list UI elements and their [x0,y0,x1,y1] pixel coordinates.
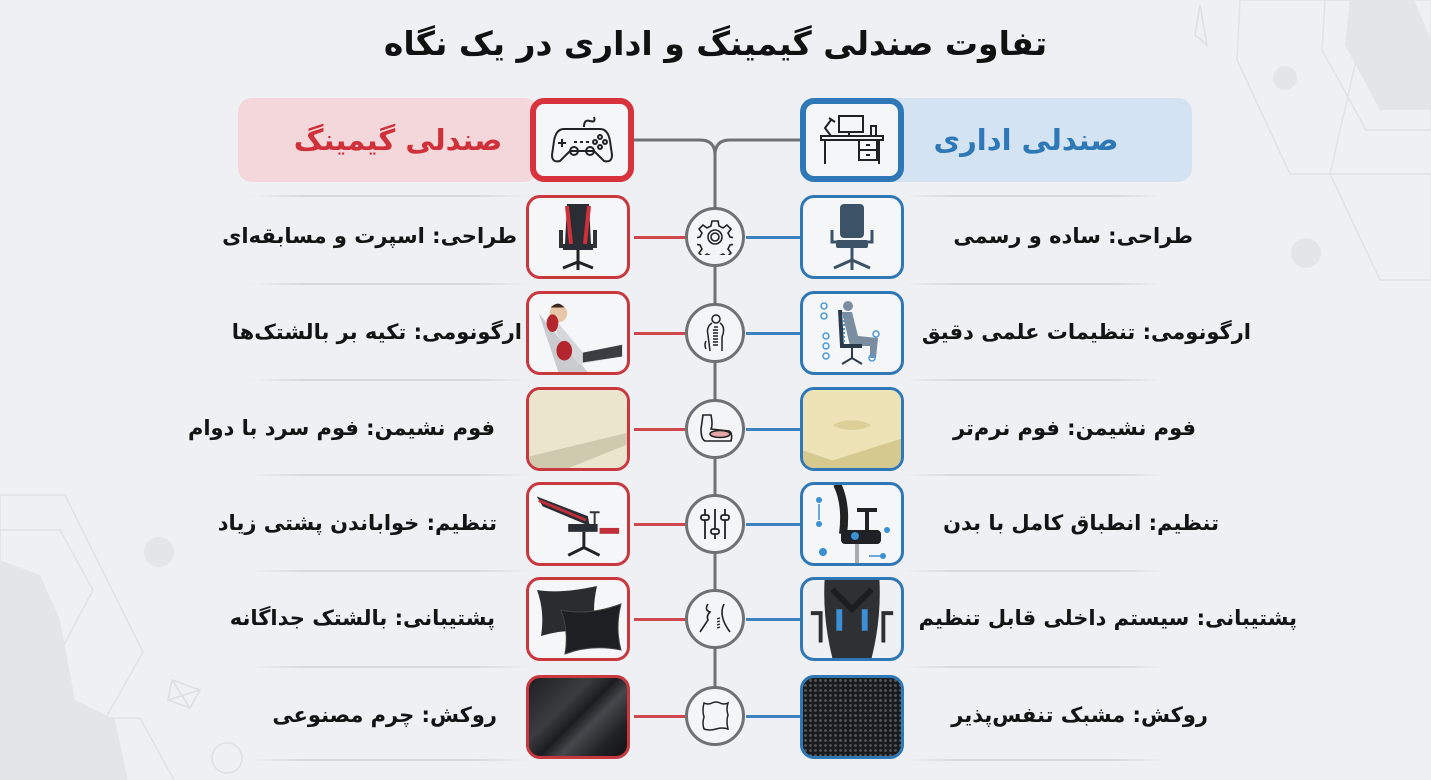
row-divider [250,283,530,285]
row-divider [905,759,1165,761]
gaming-row-text: فوم نشیمن: فوم سرد با دوام [187,416,495,440]
row-divider [905,283,1165,285]
office-row-text: طراحی: ساده و رسمی [953,224,1193,248]
racing-gaming-chair-image [526,195,630,279]
gaming-connector [634,332,686,335]
black-pillows-image [526,577,630,661]
row-divider [905,195,1165,197]
page-title: تفاوت صندلی گیمینگ و اداری در یک نگاه [383,24,1048,63]
spine-icon [685,303,745,363]
row-divider [250,195,530,197]
office-row-text: فوم نشیمن: فوم نرم‌تر [952,416,1196,440]
gaming-connector [634,523,686,526]
office-row-text: تنظیم: انطباق کامل با بدن [943,511,1219,535]
row-divider [905,474,1165,476]
neck-support-icon [685,589,745,649]
gaming-connector [634,236,686,239]
office-row-text: ارگونومی: تنظیمات علمی دقیق [921,320,1251,344]
gaming-chair-label: صندلی گیمینگ [293,123,503,157]
office-connector [746,428,800,431]
gaming-chair-header: صندلی گیمینگ [238,98,538,182]
mesh-fabric-texture-image [800,675,904,759]
woman-reclining-with-cushions-image [526,291,630,375]
soft-foam-image [800,387,904,471]
adjustable-mesh-chair-image [800,482,904,566]
gaming-row-text: ارگونومی: تکیه بر بالشتک‌ها [231,320,522,344]
row-divider [250,570,530,572]
gaming-row-text: روکش: چرم مصنوعی [272,703,497,727]
gaming-connector [634,618,686,621]
gaming-connector [634,715,686,718]
office-chair-label: صندلی اداری [933,123,1119,157]
gaming-row-text: پشتیبانی: بالشتک جداگانه [229,606,495,630]
row-divider [250,666,530,668]
office-connector [746,332,800,335]
gear-icon [685,207,745,267]
lumbar-support-backrest-image [800,577,904,661]
office-chair-header: صندلی اداری [880,98,1192,182]
leather-hide-icon [685,686,745,746]
simple-office-chair-image [800,195,904,279]
sliders-icon [685,494,745,554]
reclined-gaming-chair-image [526,482,630,566]
row-divider [905,570,1165,572]
office-connector [746,523,800,526]
gaming-row-text: طراحی: اسپرت و مسابقه‌ای [222,224,517,248]
ergonomic-posture-points-image [800,291,904,375]
office-connector [746,236,800,239]
cold-foam-block-image [526,387,630,471]
gamepad-icon [530,98,634,182]
office-connector [746,618,800,621]
row-divider [250,474,530,476]
row-divider [250,379,530,381]
office-row-text: روکش: مشبک تنفس‌پذیر [951,703,1208,727]
office-desk-icon [800,98,904,182]
faux-leather-texture-image [526,675,630,759]
gaming-row-text: تنظیم: خواباندن پشتی زیاد [217,511,497,535]
row-divider [905,666,1165,668]
office-row-text: پشتیبانی: سیستم داخلی قابل تنظیم [918,606,1297,630]
office-connector [746,715,800,718]
gaming-connector [634,428,686,431]
row-divider [250,759,530,761]
row-divider [905,379,1165,381]
seat-cushion-icon [685,399,745,459]
